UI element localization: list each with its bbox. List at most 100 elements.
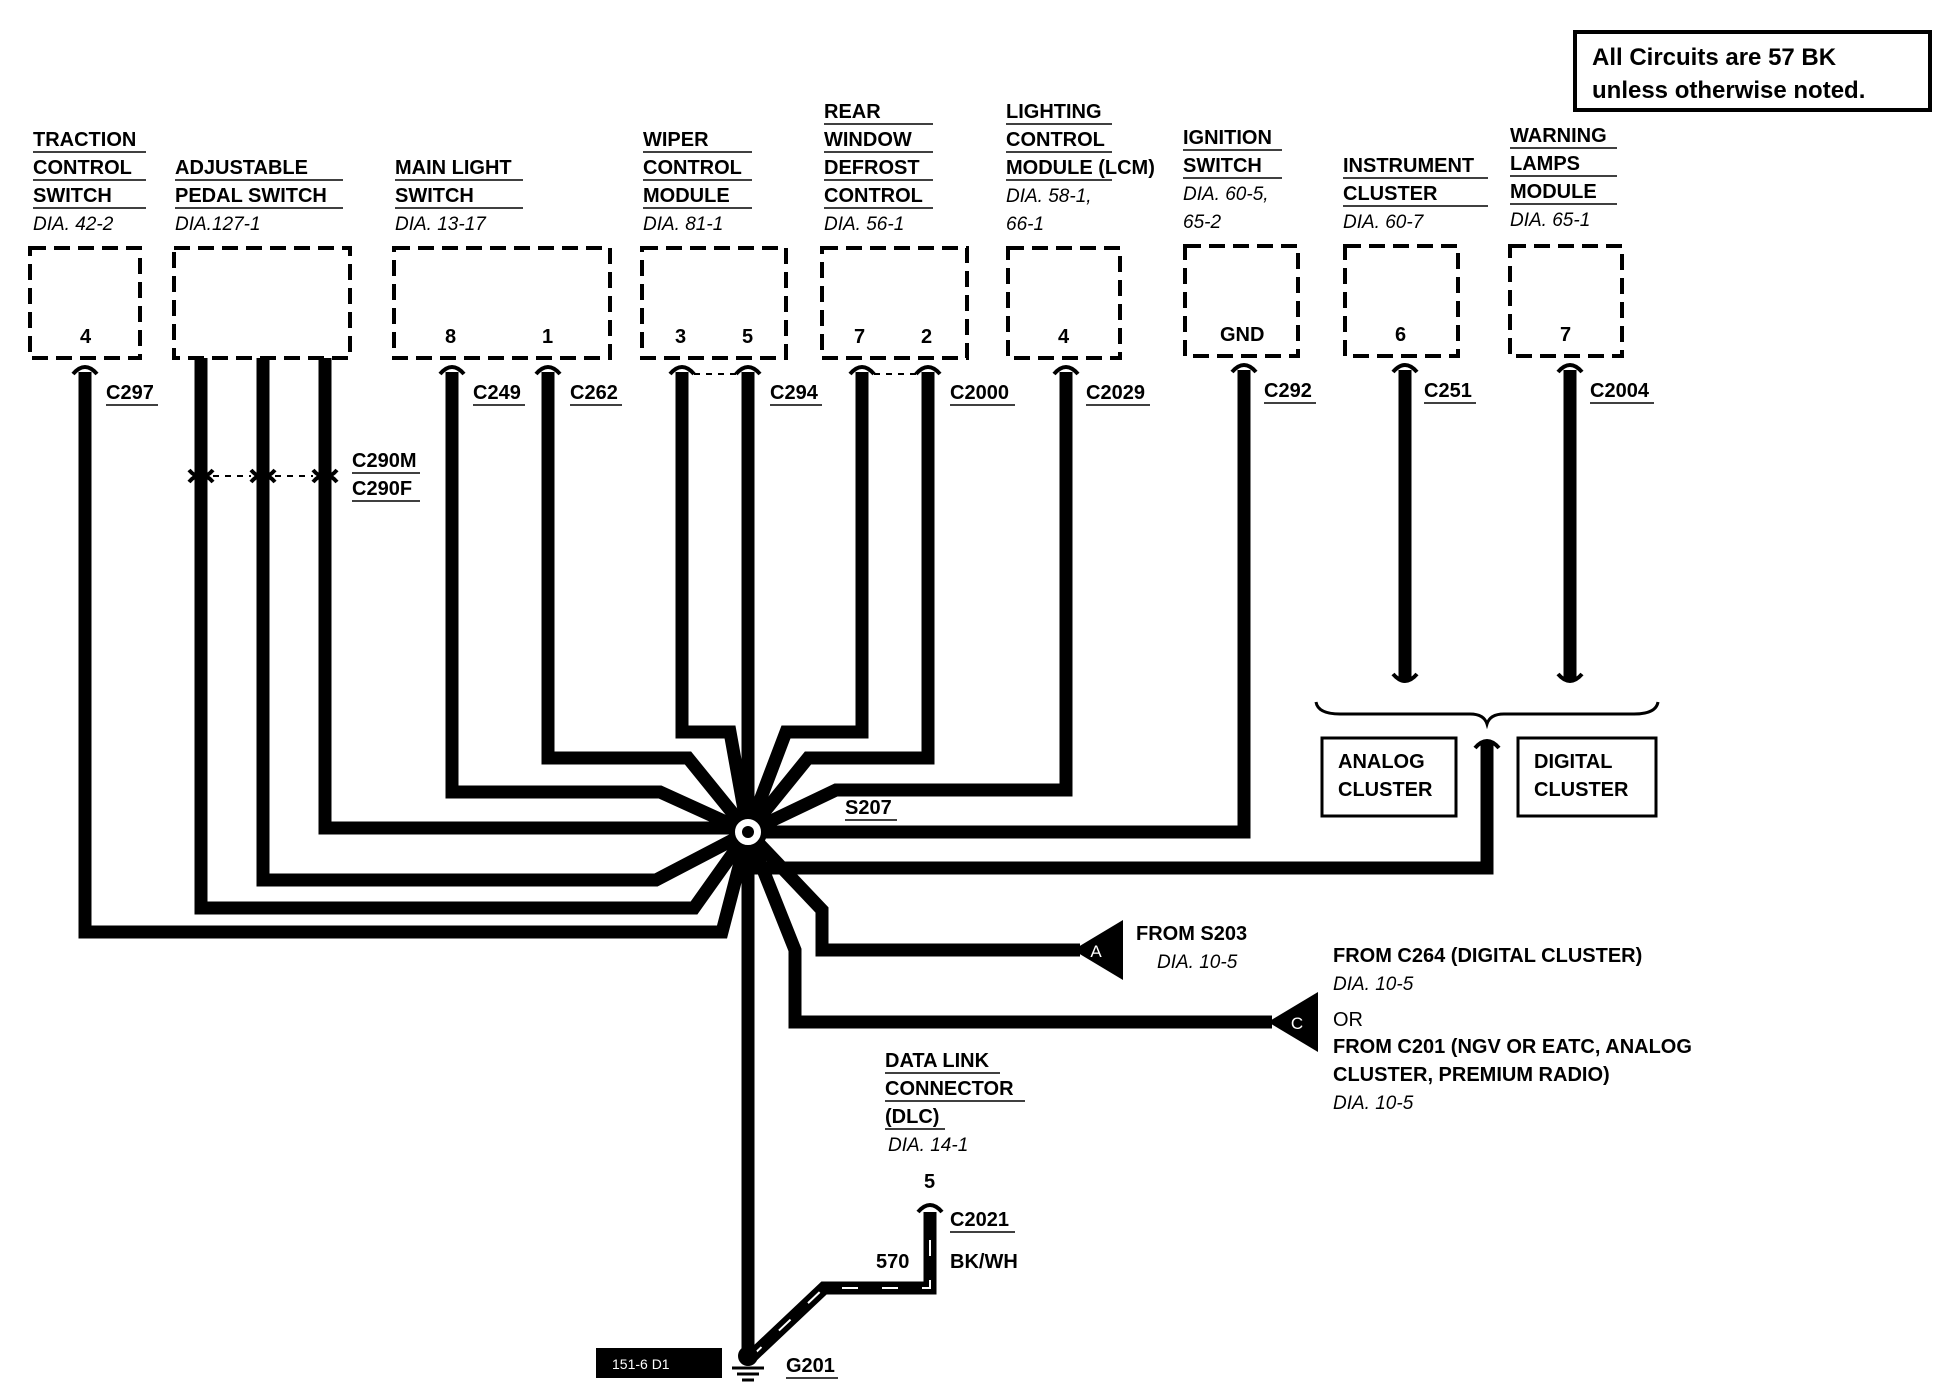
splice-label: S207 bbox=[845, 797, 892, 819]
digital-label-1: DIGITAL bbox=[1534, 751, 1613, 773]
mainlight-pin-1: 1 bbox=[542, 326, 553, 348]
lcm-dia-1: DIA. 58-1, bbox=[1006, 186, 1092, 207]
defrost-title-1: REAR bbox=[824, 101, 881, 123]
c2021-label: C2021 bbox=[950, 1209, 1009, 1231]
connector-forks bbox=[71, 363, 1584, 1214]
from-s203: A FROM S203 DIA. 10-5 bbox=[1073, 920, 1247, 980]
pedal-box bbox=[172, 246, 352, 360]
wire-traction bbox=[78, 372, 755, 939]
defrost-box bbox=[820, 246, 969, 360]
c297-label: C297 bbox=[106, 382, 154, 404]
marker-c bbox=[1268, 992, 1318, 1052]
wire-defrost-7 bbox=[741, 372, 869, 835]
ignition-dia-1: DIA. 60-5, bbox=[1183, 184, 1269, 205]
lcm-title-3: MODULE (LCM) bbox=[1006, 157, 1155, 179]
wire-dlc bbox=[747, 1212, 937, 1361]
connector-labels: C297 C290M C290F C249 C262 C294 C2000 C2… bbox=[106, 380, 1654, 502]
c2000-label: C2000 bbox=[950, 382, 1009, 404]
dlc-pin: 5 bbox=[924, 1171, 935, 1193]
from-c-or: OR bbox=[1333, 1009, 1363, 1031]
c2004-label: C2004 bbox=[1590, 380, 1650, 402]
warning-title-2: LAMPS bbox=[1510, 153, 1580, 175]
lcm-dia-2: 66-1 bbox=[1006, 214, 1044, 235]
wire-mainlight-8 bbox=[445, 372, 751, 838]
from-c-line1: FROM C264 (DIGITAL CLUSTER) bbox=[1333, 945, 1642, 967]
dlc-title-3: (DLC) bbox=[885, 1106, 939, 1128]
mainlight-pin-8: 8 bbox=[445, 326, 456, 348]
lighting-control-module-label: LIGHTING CONTROL MODULE (LCM) DIA. 58-1,… bbox=[1006, 101, 1155, 235]
traction-dia: DIA. 42-2 bbox=[33, 214, 114, 235]
defrost-dia: DIA. 56-1 bbox=[824, 214, 904, 235]
from-c-dia2: DIA. 10-5 bbox=[1333, 1093, 1414, 1114]
traction-pin: 4 bbox=[80, 326, 92, 348]
warning-dia: DIA. 65-1 bbox=[1510, 210, 1590, 231]
from-c-dia1: DIA. 10-5 bbox=[1333, 974, 1414, 995]
wires bbox=[78, 358, 1577, 1361]
lcm-title-1: LIGHTING bbox=[1006, 101, 1102, 123]
instrument-cluster-label: INSTRUMENT CLUSTER DIA. 60-7 bbox=[1343, 155, 1488, 233]
wire-defrost-2 bbox=[742, 372, 935, 837]
pedal-title-1: ADJUSTABLE bbox=[175, 157, 308, 179]
cluster-options: ANALOG CLUSTER DIGITAL CLUSTER bbox=[1314, 701, 1660, 818]
warning-title-1: WARNING bbox=[1510, 125, 1607, 147]
wire-from-c bbox=[741, 829, 1272, 1029]
mainlight-title-2: SWITCH bbox=[395, 185, 474, 207]
defrost-title-2: WINDOW bbox=[824, 129, 912, 151]
traction-control-switch-label: TRACTION CONTROL SWITCH DIA. 42-2 bbox=[33, 129, 146, 235]
from-a-dia: DIA. 10-5 bbox=[1157, 952, 1238, 973]
c292-label: C292 bbox=[1264, 380, 1312, 402]
dlc-dia: DIA. 14-1 bbox=[888, 1135, 968, 1156]
ground-icon bbox=[738, 1346, 758, 1366]
ignition-title-1: IGNITION bbox=[1183, 127, 1272, 149]
marker-a bbox=[1073, 920, 1123, 980]
pedal-title-2: PEDAL SWITCH bbox=[175, 185, 327, 207]
figure-id: 151-6 D1 bbox=[612, 1356, 670, 1372]
wire-pedal-1 bbox=[194, 358, 754, 915]
ignition-pin: GND bbox=[1220, 324, 1264, 346]
mainlight-title-1: MAIN LIGHT bbox=[395, 157, 512, 179]
wiper-control-module-label: WIPER CONTROL MODULE DIA. 81-1 bbox=[643, 129, 752, 235]
wiper-title-2: CONTROL bbox=[643, 157, 742, 179]
from-a-text: FROM S203 bbox=[1136, 923, 1247, 945]
ignition-switch-label: IGNITION SWITCH DIA. 60-5, 65-2 bbox=[1183, 127, 1282, 233]
wire-cluster-common bbox=[748, 742, 1494, 875]
traction-title-2: CONTROL bbox=[33, 157, 132, 179]
cluster-title-2: CLUSTER bbox=[1343, 183, 1438, 205]
traction-title-3: SWITCH bbox=[33, 185, 112, 207]
cluster-pin: 6 bbox=[1395, 324, 1406, 346]
ignition-dia-2: 65-2 bbox=[1183, 212, 1221, 233]
dlc-wire-color: BK/WH bbox=[950, 1251, 1018, 1273]
c290m-label: C290M bbox=[352, 450, 416, 472]
mainlight-box bbox=[392, 246, 612, 360]
c249-label: C249 bbox=[473, 382, 521, 404]
c251-label: C251 bbox=[1424, 380, 1472, 402]
analog-label-1: ANALOG bbox=[1338, 751, 1425, 773]
warning-lamps-module-label: WARNING LAMPS MODULE DIA. 65-1 bbox=[1510, 125, 1617, 231]
dlc-circuit: 570 bbox=[876, 1251, 909, 1273]
ground-label: G201 bbox=[786, 1355, 835, 1377]
cluster-box bbox=[1343, 244, 1460, 358]
figure-id-tag bbox=[596, 1348, 722, 1378]
analog-label-2: CLUSTER bbox=[1338, 779, 1433, 801]
adjustable-pedal-switch-label: ADJUSTABLE PEDAL SWITCH DIA.127-1 bbox=[175, 157, 343, 235]
defrost-title-3: DEFROST bbox=[824, 157, 920, 179]
from-c264-c201: C FROM C264 (DIGITAL CLUSTER) DIA. 10-5 … bbox=[1268, 945, 1692, 1114]
traction-box bbox=[28, 246, 142, 360]
defrost-pin-2: 2 bbox=[921, 326, 932, 348]
wiper-dia: DIA. 81-1 bbox=[643, 214, 723, 235]
wire-pedal-3 bbox=[318, 358, 748, 835]
mainlight-dia: DIA. 13-17 bbox=[395, 214, 487, 235]
pedal-dia: DIA.127-1 bbox=[175, 214, 261, 235]
analog-cluster-box bbox=[1320, 736, 1458, 818]
marker-c-letter: C bbox=[1291, 1014, 1303, 1033]
wire-from-a bbox=[743, 827, 1080, 957]
cluster-title-1: INSTRUMENT bbox=[1343, 155, 1474, 177]
ignition-box bbox=[1183, 244, 1300, 358]
wire-wiper-3 bbox=[675, 372, 755, 834]
wiper-pin-3: 3 bbox=[675, 326, 686, 348]
traction-title-1: TRACTION bbox=[33, 129, 136, 151]
digital-label-2: CLUSTER bbox=[1534, 779, 1629, 801]
marker-a-letter: A bbox=[1090, 942, 1102, 961]
data-link-connector: DATA LINK CONNECTOR (DLC) DIA. 14-1 5 C2… bbox=[876, 1050, 1025, 1273]
